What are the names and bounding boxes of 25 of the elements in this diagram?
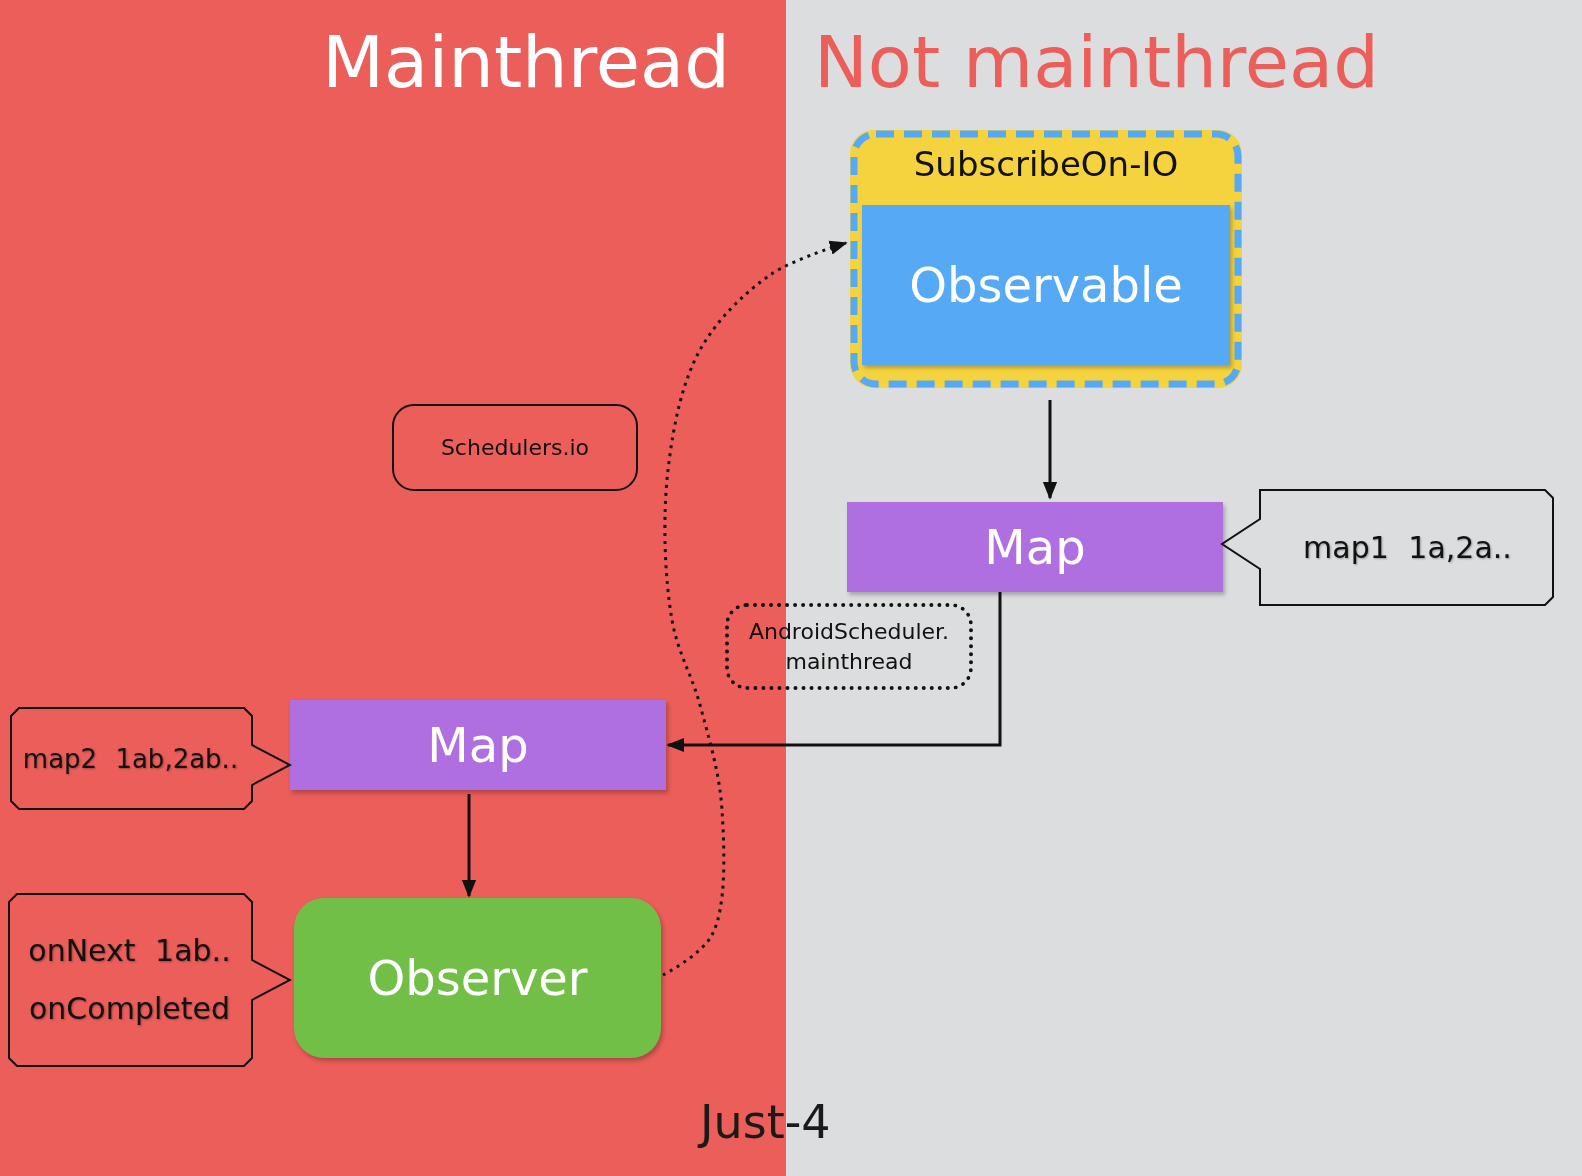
operator-box [847,502,1223,592]
box-label: Observer [367,950,588,1006]
scheduler-group [850,130,1242,388]
observable-box [862,205,1230,365]
observer-box [294,898,661,1058]
callout-bubble [1220,489,1555,606]
callout-bubble [7,893,292,1067]
callout-bubble [9,707,292,810]
arrow [666,592,1002,753]
operator-box [290,700,666,790]
arrow [662,240,848,977]
arrow [461,794,477,898]
callout-text: onCompleted [29,990,230,1028]
box-label: Observable [909,257,1183,313]
arrow [1042,400,1058,500]
box-label: Map [984,519,1086,575]
lane-title: Not mainthread [814,19,1379,106]
callout-text: onNext 1ab.. [28,932,231,970]
callout-text: map2 1ab,2ab.. [22,742,239,776]
group-title: SubscribeOn-IO [912,144,1180,184]
box-label: Map [427,717,529,773]
callout-text: map1 1a,2a.. [1303,528,1512,567]
lane-title: Mainthread [322,19,730,106]
note-text: Schedulers.io [440,433,590,462]
scheduler-note [392,404,638,491]
